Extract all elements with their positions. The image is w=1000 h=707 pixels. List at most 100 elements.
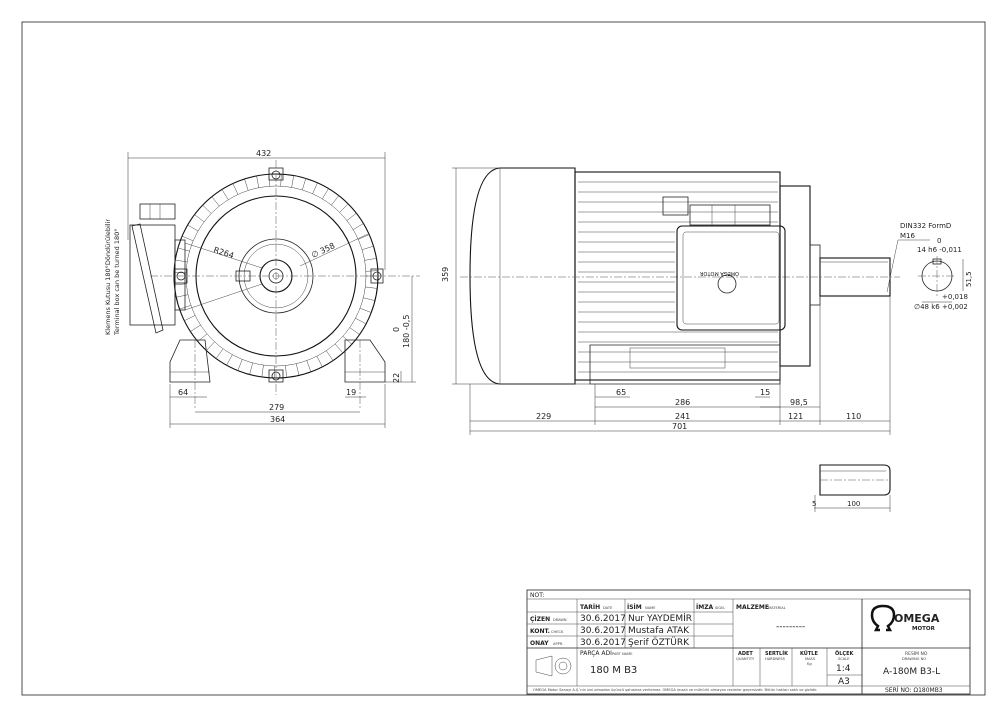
cooling-fin [215, 348, 224, 359]
dim-foot-width: 64 [178, 388, 188, 397]
cooling-fin [226, 354, 233, 366]
cooling-fin [306, 360, 312, 372]
cooling-fin [176, 294, 189, 298]
cooling-fin [194, 214, 205, 223]
thread-note: DIN332 FormD [900, 222, 951, 230]
cooling-fin [256, 175, 260, 188]
mass-sub: MASS [805, 657, 816, 661]
sign-label: İMZA [696, 604, 714, 611]
dim-shaft-height-tol: 0 [392, 327, 401, 332]
dim-hole-spacing: 279 [269, 403, 284, 412]
dim-key-100: 100 [847, 500, 860, 508]
material-label: MALZEME [736, 604, 769, 611]
cooling-fin [221, 189, 229, 200]
thread-size: M16 [900, 232, 915, 240]
dim-height: 359 [441, 267, 450, 282]
cooling-fin [197, 333, 208, 342]
shaft-detail: DIN332 FormD M16 0 14 h6 -0,011 51,5 +0,… [886, 222, 973, 311]
side-feet [589, 344, 781, 385]
shaft-tol-upper: +0,018 [942, 293, 968, 301]
cooling-fin [174, 283, 187, 286]
part-name-label: PARÇA ADI [580, 650, 612, 657]
row-date: 30.6.2017 [580, 638, 626, 648]
logo-sub: MOTOR [912, 626, 936, 632]
row-label: ONAY [530, 640, 549, 647]
drawing-no-label: RESİM NO [905, 650, 928, 657]
omega-logo-icon [717, 274, 737, 294]
name-label: İSİM [627, 604, 642, 611]
row-name: Nur YAYDEMİR [628, 613, 692, 624]
cooling-fin [331, 195, 339, 206]
cooling-fin [365, 286, 378, 289]
row-sub: APPR. [553, 642, 563, 646]
row-label: ÇİZEN [530, 616, 550, 623]
dim-121: 121 [788, 412, 803, 421]
omega-logo: OMEGA MOTOR [870, 604, 940, 632]
row-name: Şerif ÖZTÜRK [628, 637, 690, 648]
cooling-fin [206, 341, 215, 351]
footer-note: OMEGA Motor Sanayi A.Ş.'nin izni olmadan… [533, 688, 817, 692]
cooling-fin [349, 327, 360, 335]
title-block: NOT: TARİH DATE İSİM NAME İMZA SIGN. MAL… [526, 589, 971, 695]
signature-row-approve: ONAY APPR. 30.6.2017 Şerif ÖZTÜRK [530, 637, 690, 648]
dim-shaft-height: 180 -0,5 [402, 315, 411, 348]
sign-sub: SIGN. [715, 606, 725, 610]
row-label: KONT. [530, 628, 550, 635]
dim-diameter: ∅ 358 [310, 241, 336, 260]
cooling-fin [326, 350, 334, 361]
part-name: 180 M B3 [590, 665, 637, 676]
terminal-box [129, 203, 186, 334]
material-value: --------- [776, 622, 805, 632]
cooling-fin [291, 175, 294, 188]
hardness-sub: HARDNESS [765, 657, 786, 661]
name-sub: NAME [645, 606, 656, 610]
terminal-note-en: Terminal box can be turned 180° [113, 229, 121, 336]
scale-sub: SCALE [838, 657, 850, 661]
cooling-fin [353, 223, 364, 230]
cooling-fin [285, 365, 287, 378]
serial-no: SERİ NO: Ω180MB3 [885, 687, 943, 694]
cooling-fin [184, 315, 196, 321]
material-sub: MATERIAL [768, 606, 786, 610]
cooling-fin [244, 178, 249, 191]
cooling-fin [365, 270, 378, 272]
quantity-sub: QUANTITY [736, 657, 755, 661]
scale-label: ÖLÇEK [835, 650, 855, 657]
cooling-fin [312, 182, 318, 194]
cooling-fin [187, 224, 199, 232]
sheet-frame [21, 21, 986, 696]
dim-hole: 19 [346, 388, 356, 397]
dim-base-width: 364 [270, 415, 285, 424]
part-name-sub: PART NAME [612, 652, 633, 656]
row-sub: CHECK [551, 630, 564, 634]
note-label: NOT: [530, 592, 544, 599]
row-sub: DRAWN [553, 618, 567, 622]
cooling-fin [202, 204, 212, 214]
mass-label: KÜTLE [800, 650, 818, 657]
dim-foot-height: 22 [392, 373, 401, 383]
dim-total: 701 [672, 422, 687, 431]
dim-width: 432 [256, 149, 271, 158]
drawing-no-sub: DRAWING NO [902, 657, 926, 661]
cooling-fin [355, 318, 367, 325]
cooling-fin [361, 245, 374, 250]
shaft-diameter: ∅48 k6 +0,002 [914, 303, 968, 311]
side-view: OMEGA MOTOR 359 65 15 286 98,5 229 241 1… [441, 167, 900, 435]
cooling-fin [249, 362, 253, 375]
cooling-fin [232, 183, 239, 195]
nameplate-logo: OMEGA MOTOR [699, 270, 739, 276]
cooling-fin [339, 203, 349, 213]
cooling-fin [358, 234, 370, 240]
drawing-no: A-180M B3-L [883, 667, 940, 677]
foot-left [169, 339, 211, 383]
front-view: 432 R264 ∅ 358 64 19 279 364 22 180 -0,5… [104, 149, 420, 428]
dim-98-5: 98,5 [790, 398, 808, 407]
key-height: 51,5 [965, 271, 973, 287]
cooling-fin [316, 356, 323, 367]
dim-key-5: 5 [812, 500, 816, 508]
cooling-fin [296, 363, 300, 376]
row-date: 30.6.2017 [580, 614, 626, 624]
key-detail: 5 100 [812, 464, 891, 512]
signature-row-drawn: ÇİZEN DRAWN 30.6.2017 Nur YAYDEMİR [530, 613, 692, 624]
